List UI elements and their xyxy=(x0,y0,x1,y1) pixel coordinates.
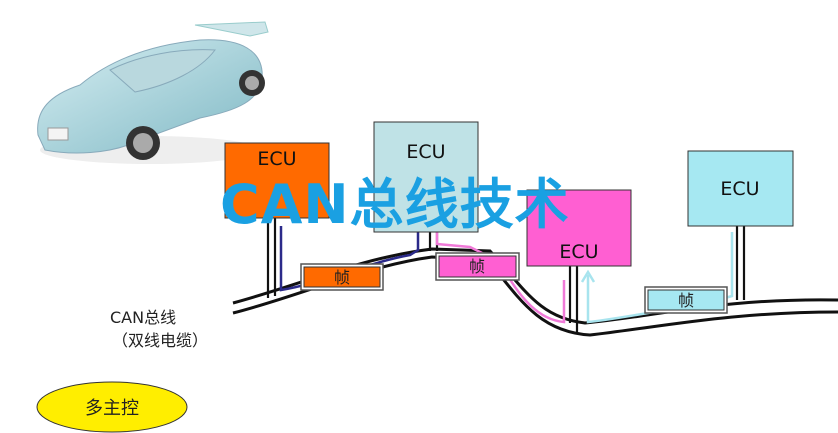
badge-label: 多主控 xyxy=(85,398,139,419)
ecu-box-1: ECU xyxy=(224,142,330,219)
bus-label-line2: （双线电缆） xyxy=(112,331,209,350)
ecu-label: ECU xyxy=(559,241,598,263)
cyan-arrowhead-icon xyxy=(580,269,596,283)
ecu-label: ECU xyxy=(257,148,296,170)
frame-label: 帧 xyxy=(469,257,485,276)
frame-label: 帧 xyxy=(678,291,694,310)
ecu-box-2: ECU xyxy=(373,121,479,233)
ecu-box-4: ECU xyxy=(687,150,794,227)
page-title: CAN总线技术 xyxy=(220,173,570,236)
frame-box-2: 帧 xyxy=(435,252,520,281)
frame-label: 帧 xyxy=(334,268,350,287)
car-wireframe-image xyxy=(37,21,269,164)
multi-master-badge: 多主控 xyxy=(36,381,188,433)
frame-box-3: 帧 xyxy=(644,286,728,314)
ecu-label: ECU xyxy=(406,141,445,163)
ecu-box-3: ECU xyxy=(526,189,632,267)
frame-box-1: 帧 xyxy=(300,263,384,291)
ecu-label: ECU xyxy=(720,178,759,200)
bus-label-line1: CAN总线 xyxy=(110,308,177,327)
ecu-stubs xyxy=(266,218,746,333)
